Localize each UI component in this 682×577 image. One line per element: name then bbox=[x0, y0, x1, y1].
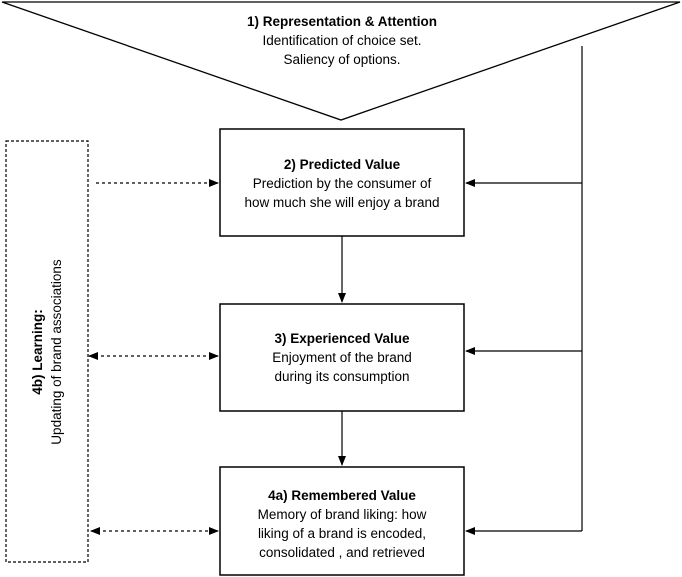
remembered-line-3: consolidated , and retrieved bbox=[259, 545, 425, 560]
remembered-line-2: liking of a brand is encoded, bbox=[257, 526, 427, 541]
attention-title: 1) Representation & Attention bbox=[246, 14, 437, 29]
attention-line-2: Saliency of options. bbox=[283, 52, 401, 67]
learning-title: 4b) Learning: bbox=[30, 309, 45, 395]
learning-text: 4b) Learning: Updating of brand associat… bbox=[28, 207, 66, 497]
attention-text: 1) Representation & Attention Identifica… bbox=[200, 12, 484, 69]
experienced-value-box bbox=[219, 303, 465, 412]
predicted-line-1: Prediction by the consumer of bbox=[252, 176, 432, 191]
learning-line-1: Updating of brand associations bbox=[49, 259, 64, 445]
experienced-title: 3) Experienced Value bbox=[274, 331, 410, 346]
attention-line-1: Identification of choice set. bbox=[262, 33, 422, 48]
predicted-value-box bbox=[219, 128, 465, 237]
attention-triangle bbox=[1, 1, 681, 121]
experienced-text: 3) Experienced Value Enjoyment of the br… bbox=[222, 329, 462, 386]
remembered-title: 4a) Remembered Value bbox=[268, 488, 416, 503]
learning-box bbox=[5, 140, 89, 563]
predicted-title: 2) Predicted Value bbox=[283, 157, 401, 172]
experienced-line-1: Enjoyment of the brand bbox=[272, 350, 412, 365]
predicted-text: 2) Predicted Value Prediction by the con… bbox=[222, 155, 462, 212]
experienced-line-2: during its consumption bbox=[274, 369, 410, 384]
predicted-line-2: how much she will enjoy a brand bbox=[244, 195, 440, 210]
remembered-line-1: Memory of brand liking: how bbox=[257, 507, 427, 522]
remembered-text: 4a) Remembered Value Memory of brand lik… bbox=[222, 486, 462, 562]
remembered-value-box bbox=[219, 466, 465, 576]
